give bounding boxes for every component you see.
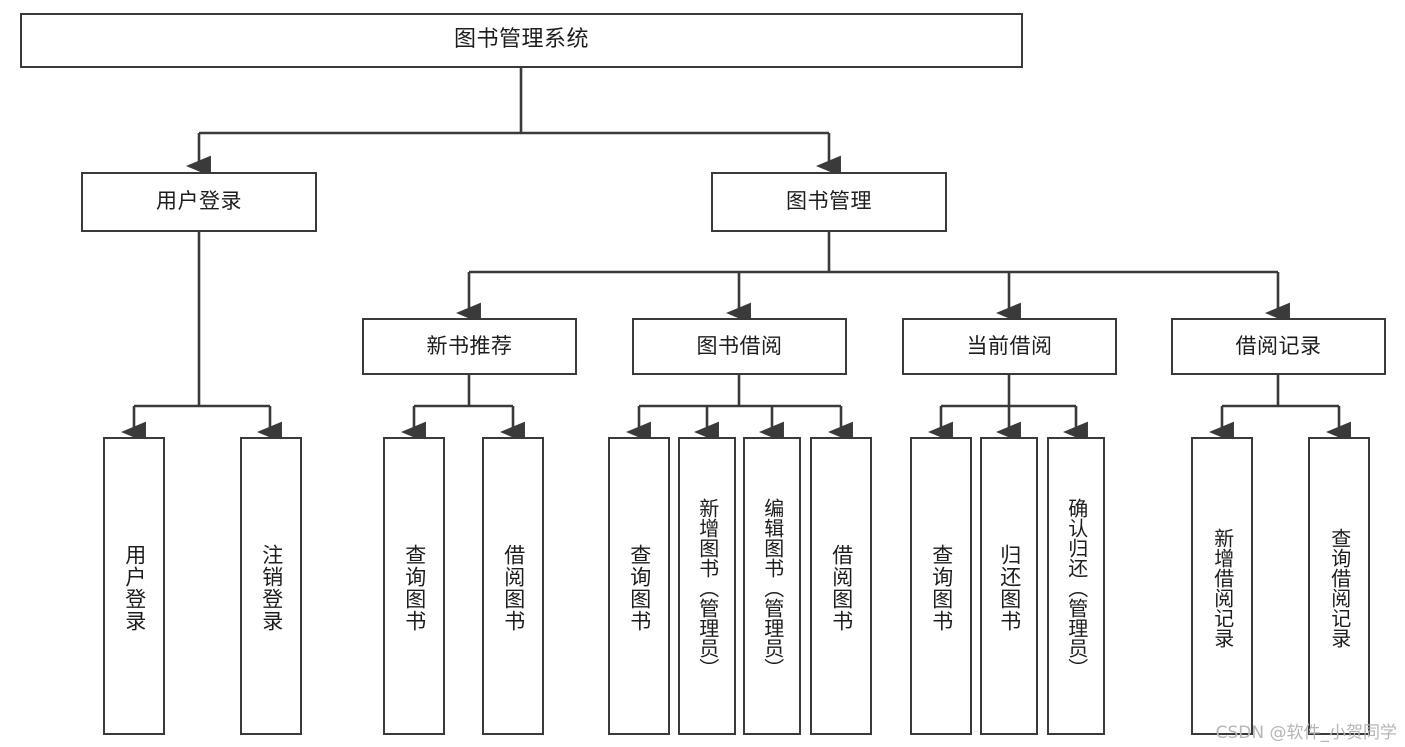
node-borrow-record-label: 借阅记录 — [1235, 333, 1322, 358]
node-leaf-confirm-return-admin[interactable]: 确认归还（管理员） — [1047, 437, 1105, 735]
node-leaf-logout-label: 注销登录 — [259, 544, 284, 632]
node-leaf-borrow-book-label: 借阅图书 — [829, 544, 854, 632]
node-root-book-management-system[interactable]: 图书管理系统 — [20, 13, 1023, 68]
node-leaf-query-borrow-record[interactable]: 查询借阅记录 — [1308, 437, 1370, 735]
node-leaf-edit-book-admin-label: 编辑图书（管理员） — [760, 498, 785, 678]
node-leaf-add-borrow-record[interactable]: 新增借阅记录 — [1191, 437, 1253, 735]
node-book-borrow[interactable]: 图书借阅 — [632, 318, 847, 375]
node-root-label: 图书管理系统 — [453, 27, 589, 53]
node-leaf-query-book-recommend-label: 查询图书 — [402, 544, 427, 632]
node-leaf-add-borrow-record-label: 新增借阅记录 — [1210, 528, 1235, 648]
node-leaf-user-login[interactable]: 用户登录 — [103, 437, 165, 735]
node-book-borrow-label: 图书借阅 — [696, 333, 783, 358]
node-leaf-confirm-return-admin-label: 确认归还（管理员） — [1064, 498, 1089, 678]
node-leaf-user-login-label: 用户登录 — [122, 544, 147, 632]
node-leaf-query-book-borrow[interactable]: 查询图书 — [608, 437, 670, 735]
node-leaf-add-book-admin-label: 新增图书（管理员） — [695, 498, 720, 678]
node-leaf-query-book-current[interactable]: 查询图书 — [910, 437, 972, 735]
watermark-text: CSDN @软件_小贺同学 — [1215, 723, 1397, 743]
node-new-book-recommend[interactable]: 新书推荐 — [362, 318, 577, 375]
node-borrow-record[interactable]: 借阅记录 — [1171, 318, 1386, 375]
node-current-borrow-label: 当前借阅 — [966, 333, 1053, 358]
node-user-login-label: 用户登录 — [156, 189, 242, 214]
node-current-borrow[interactable]: 当前借阅 — [902, 318, 1117, 375]
node-book-management-label: 图书管理 — [786, 189, 872, 214]
node-leaf-query-book-borrow-label: 查询图书 — [627, 544, 652, 632]
node-new-book-recommend-label: 新书推荐 — [426, 333, 513, 358]
node-leaf-logout[interactable]: 注销登录 — [240, 437, 302, 735]
node-leaf-query-borrow-record-label: 查询借阅记录 — [1327, 528, 1352, 648]
node-leaf-borrow-book-recommend[interactable]: 借阅图书 — [482, 437, 544, 735]
node-book-management[interactable]: 图书管理 — [711, 172, 947, 232]
node-leaf-borrow-book[interactable]: 借阅图书 — [810, 437, 872, 735]
node-leaf-query-book-current-label: 查询图书 — [929, 544, 954, 632]
node-leaf-return-book[interactable]: 归还图书 — [980, 437, 1038, 735]
node-leaf-edit-book-admin[interactable]: 编辑图书（管理员） — [743, 437, 801, 735]
node-user-login[interactable]: 用户登录 — [81, 172, 317, 232]
node-leaf-query-book-recommend[interactable]: 查询图书 — [383, 437, 445, 735]
node-leaf-borrow-book-recommend-label: 借阅图书 — [501, 544, 526, 632]
node-leaf-add-book-admin[interactable]: 新增图书（管理员） — [678, 437, 736, 735]
node-leaf-return-book-label: 归还图书 — [997, 544, 1022, 632]
